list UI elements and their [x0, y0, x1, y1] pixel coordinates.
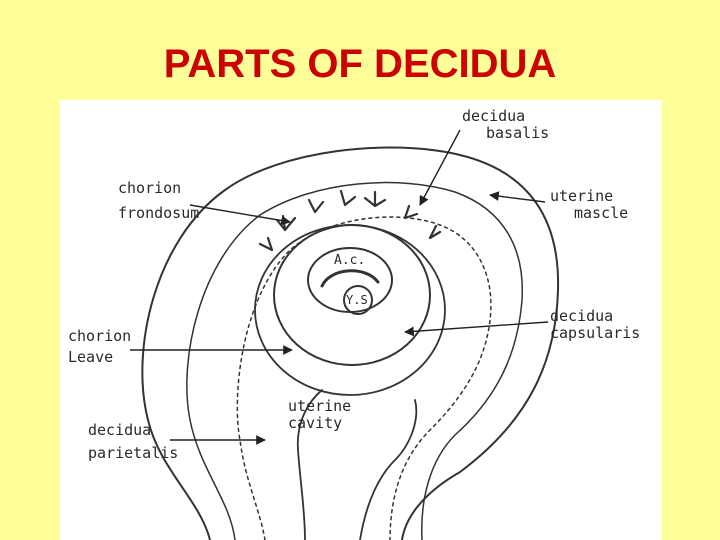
label-decidua-basalis-line2: basalis: [462, 125, 549, 142]
uterine-muscle-inner: [187, 183, 522, 540]
label-chorion-leave: chorion Leave: [68, 328, 131, 366]
label-decidua-capsularis: decidua capsularis: [550, 308, 640, 342]
label-chorion-frondosum-line1: chorion: [118, 180, 199, 197]
label-decidua-basalis-line1: decidua: [462, 108, 549, 125]
slide-title: PARTS OF DECIDUA: [0, 42, 720, 87]
label-decidua-capsularis-line1: decidua: [550, 308, 640, 325]
uterus-diagram: decidua basalis uterine mascle chorion f…: [60, 100, 662, 540]
label-amniotic-cavity: A.c.: [334, 252, 365, 269]
label-uterine-cavity: uterine cavity: [288, 398, 351, 432]
label-uterine-cavity-line1: uterine: [288, 398, 351, 415]
label-chorion-leave-line2: Leave: [68, 349, 131, 366]
arrow-decidua-basalis: [420, 130, 460, 205]
arrow-chorion-frondosum: [190, 205, 290, 222]
label-uterine-muscle-line2: mascle: [550, 205, 628, 222]
label-decidua-parietalis-line2: parietalis: [88, 445, 178, 462]
label-uterine-muscle-line1: uterine: [550, 188, 628, 205]
embryo-disc: [322, 271, 378, 286]
label-uterine-muscle: uterine mascle: [550, 188, 628, 222]
chorionic-villi: [260, 191, 440, 250]
uterine-outer-wall: [142, 148, 558, 540]
arrow-decidua-capsularis: [405, 322, 548, 332]
label-decidua-parietalis-line1: decidua: [88, 422, 178, 439]
label-chorion-frondosum: chorion frondosum: [118, 180, 199, 222]
decidua-capsularis-shape: [255, 225, 445, 395]
label-chorion-frondosum-line2: frondosum: [118, 205, 199, 222]
arrow-uterine-muscle: [490, 195, 545, 202]
label-uterine-cavity-line2: cavity: [288, 415, 351, 432]
label-yolk-sac: Y.S: [346, 292, 368, 309]
label-decidua-basalis: decidua basalis: [462, 108, 549, 142]
label-decidua-parietalis: decidua parietalis: [88, 422, 178, 462]
label-chorion-leave-line1: chorion: [68, 328, 131, 345]
label-decidua-capsularis-line2: capsularis: [550, 325, 640, 342]
